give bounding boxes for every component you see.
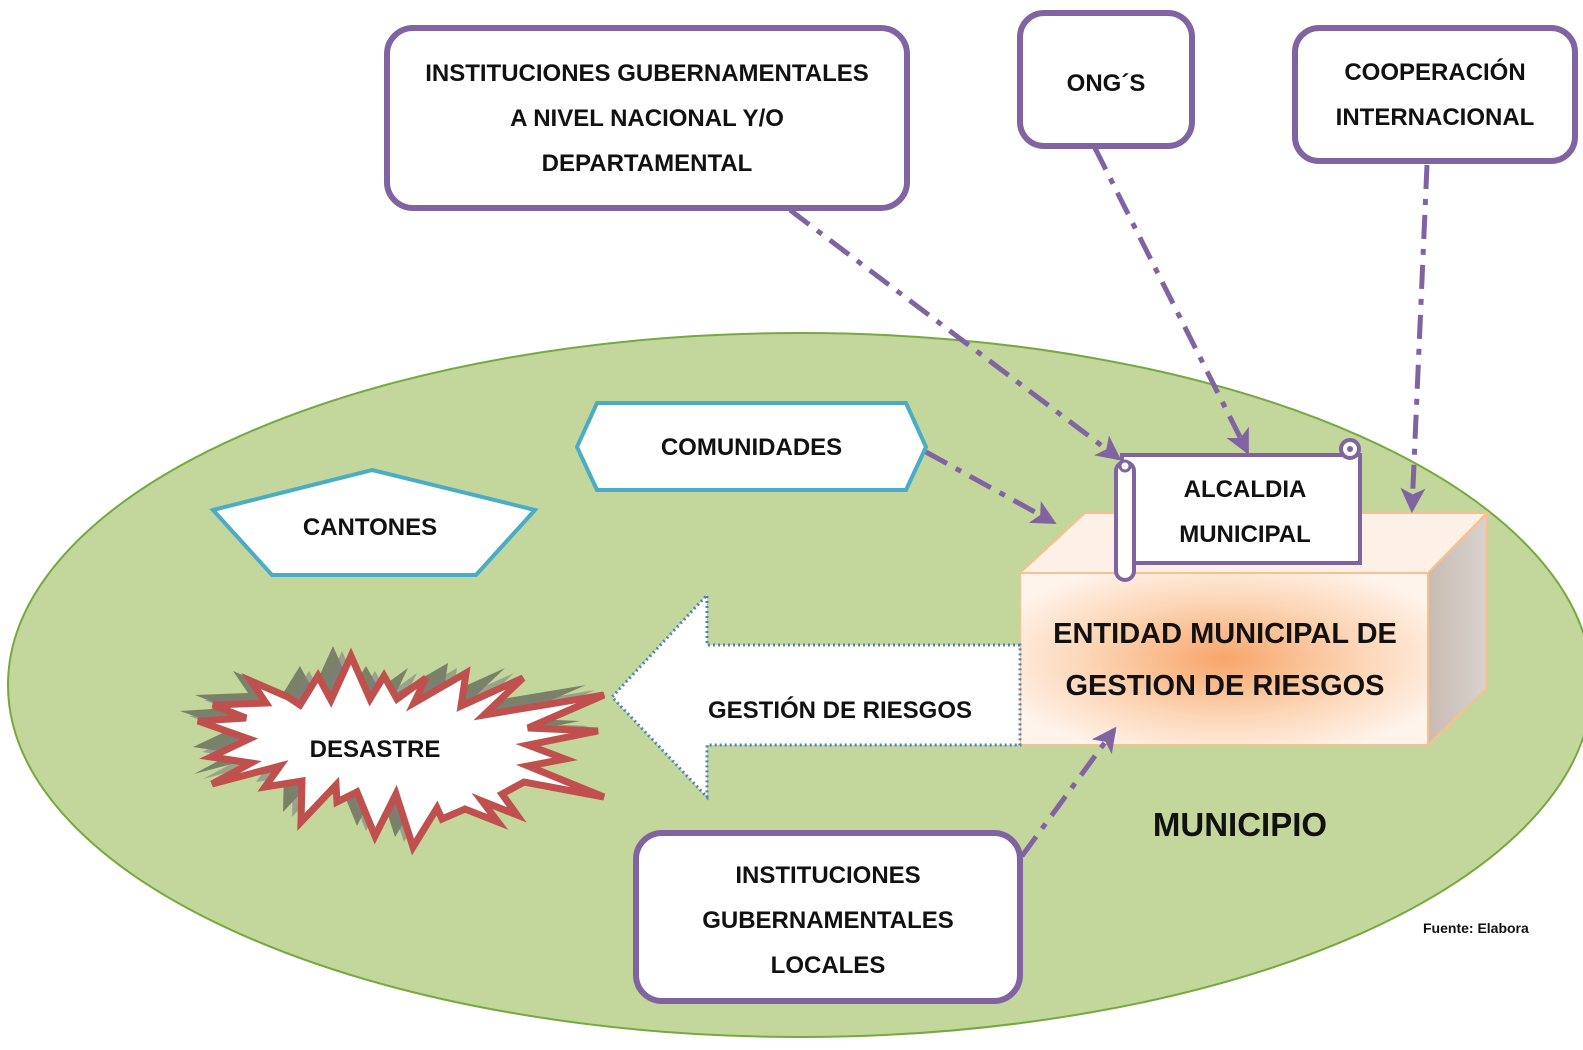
entity-box-front — [1019, 572, 1429, 746]
town-hall-label: ALCALDIA MUNICIPAL — [1179, 476, 1311, 548]
gov-national-label: INSTITUCIONES GUBERNAMENTALES A NIVEL NA… — [425, 59, 869, 177]
intl-coop-label: COOPERACIÓN INTERNACIONAL — [1335, 59, 1535, 131]
local-gov-box — [633, 830, 1023, 1004]
disaster-shape — [180, 646, 606, 856]
risk-management-label: GESTIÓN DE RIESGOS — [707, 697, 973, 724]
arrow-ngos-to-alcaldia — [1092, 146, 1250, 455]
cantons-label: CANTONES — [302, 514, 438, 541]
risk-management-arrow — [609, 591, 1022, 801]
cantons-pentagon — [209, 467, 539, 577]
municipality-label: MUNICIPIO — [1152, 806, 1328, 843]
communities-hexagon — [574, 401, 929, 492]
local-gov-label: INSTITUCIONES GUBERNAMENTALES LOCALES — [702, 862, 954, 979]
communities-label: COMUNIDADES — [660, 434, 843, 461]
ngos-label: ONG´S — [1066, 69, 1146, 97]
disaster-label: DESASTRE — [309, 736, 441, 763]
source-note: Fuente: Elabora — [1423, 920, 1529, 936]
intl-coop-box — [1292, 25, 1578, 164]
town-hall-scroll — [1114, 438, 1362, 582]
entity-label: ENTIDAD MUNICIPAL DE GESTION DE RIESGOS — [1053, 618, 1397, 702]
ngos-box — [1017, 10, 1195, 149]
gov-national-box — [384, 25, 910, 211]
arrow-intl-coop-to-entity — [1400, 164, 1430, 514]
arrow-gov-national-to-alcaldia — [788, 208, 1122, 461]
arrow-communities-to-entity — [924, 449, 1057, 525]
